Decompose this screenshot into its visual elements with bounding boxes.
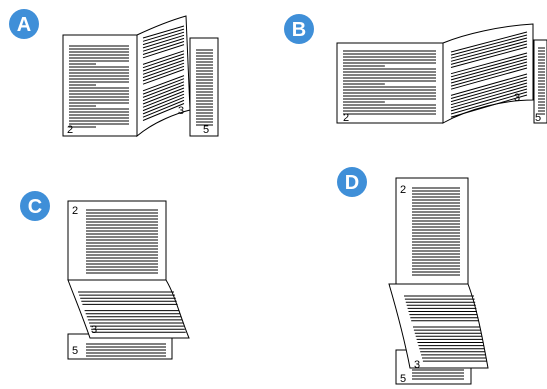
- page-number-right-b: 5: [535, 112, 541, 124]
- page-number-mid-a: 3: [178, 105, 184, 117]
- badge-d-letter: D: [345, 172, 359, 194]
- page-number-bottom-d: 5: [400, 373, 406, 385]
- badge-a: A: [9, 9, 39, 39]
- badge-b: B: [284, 14, 314, 44]
- page-number-mid-d: 3: [414, 359, 420, 371]
- option-c: C 2 5 3: [20, 191, 189, 359]
- page-number-left-a: 2: [67, 124, 73, 136]
- tablet-portrait-flip-icon: 2 5 3: [68, 201, 189, 359]
- badge-a-letter: A: [17, 14, 31, 36]
- badge-c-letter: C: [28, 196, 42, 218]
- page-number-top-c: 2: [72, 205, 78, 217]
- page-number-right-a: 5: [203, 124, 209, 136]
- page-number-top-d: 2: [400, 184, 406, 196]
- badge-d: D: [337, 167, 367, 197]
- option-a: A 2 5 3: [9, 9, 218, 136]
- tablet-tall-flip-icon: 2 5 3: [389, 178, 488, 385]
- page-number-mid-b: 3: [514, 92, 520, 104]
- badge-c: C: [20, 191, 50, 221]
- badge-b-letter: B: [292, 19, 306, 41]
- option-d: D 2 5 3: [337, 167, 488, 385]
- page-number-mid-c: 3: [91, 324, 97, 336]
- page-number-left-b: 2: [343, 112, 349, 124]
- option-b: B 2 5 3: [284, 14, 547, 124]
- open-book-landscape-icon: 2 5 3: [337, 24, 547, 124]
- open-book-portrait-icon: 2 5 3: [63, 16, 218, 136]
- page-number-bottom-c: 5: [72, 345, 78, 357]
